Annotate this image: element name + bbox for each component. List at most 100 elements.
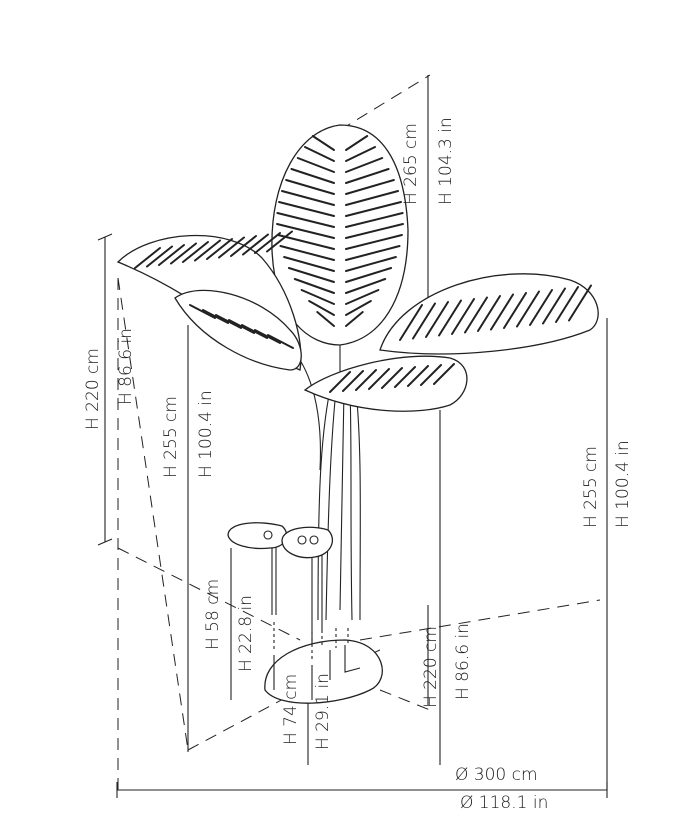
left-inner-leaf (174, 289, 302, 371)
leaf-vein (276, 212, 335, 228)
mid-leaf-height-in-label: H 29.1 in (313, 673, 333, 750)
leaf-vein (329, 371, 351, 393)
leaf-vein (355, 369, 377, 391)
small-leaf-height-cm-label: H 58 cm (203, 579, 223, 650)
leaf-vein (420, 364, 442, 386)
leaf-vein (345, 234, 403, 250)
leaf-vein (158, 244, 185, 266)
leaf-vein (218, 236, 245, 259)
right-leaf-height-in-label: H 100.4 in (613, 440, 633, 528)
small-leaf-height-in-label: H 22.8 in (236, 595, 256, 672)
leaf-vein (345, 146, 377, 162)
leaf-vein (464, 296, 488, 334)
leaf-vein (568, 284, 592, 322)
leaf-vein (438, 299, 462, 337)
leaf-vein (254, 232, 281, 254)
left-stem-height-cm-label: H 255 cm (161, 396, 181, 478)
leaf-vein (345, 267, 393, 283)
right-leaf-height-cm-label: H 255 cm (581, 446, 601, 528)
leaf-vein (477, 295, 501, 332)
front-leaf-height-in-label: H 86.6 in (453, 623, 473, 700)
leaf-vein (194, 239, 221, 262)
leaf-vein (345, 300, 372, 316)
leaf-vein (345, 256, 397, 272)
leaf-vein (293, 278, 335, 294)
leaf-vein (280, 190, 335, 206)
leaf-vein (407, 365, 429, 387)
leaf-vein (215, 314, 242, 329)
leaf-vein (345, 190, 400, 206)
leaf-vein (276, 223, 335, 239)
leaf-vein (345, 223, 404, 239)
leaf-vein (266, 230, 293, 253)
labels: H 265 cm H 104.3 in H 220 cm H 86.6 in H… (83, 117, 633, 813)
leaf-vein (345, 278, 387, 294)
leaf-vein (345, 157, 384, 173)
left-stem-height-in-label: H 100.4 in (196, 390, 216, 478)
leaf-vein (287, 267, 335, 283)
leaf-vein (254, 329, 281, 344)
leaf-vein (241, 324, 268, 339)
top-leaf (271, 124, 409, 346)
leaf-vein (381, 367, 403, 389)
leaf-vein (394, 366, 416, 388)
leaf-vein (170, 242, 197, 265)
leaf-vein (146, 245, 173, 268)
leaf-vein (278, 201, 335, 217)
leaf-vein (311, 135, 335, 151)
leaf-vein (267, 334, 294, 349)
leaf-vein (345, 179, 395, 195)
leaf-vein (228, 319, 255, 334)
leaf-vein (242, 233, 269, 256)
mid-leaf-height-cm-label: H 74 cm (281, 674, 301, 745)
diameter-in-label: Ø 118.1 in (460, 793, 548, 813)
leaf-vein (555, 286, 579, 323)
leaf-vein (303, 146, 335, 162)
front-leaf-height-cm-label: H 220 cm (421, 626, 441, 708)
leaf-vein (345, 201, 402, 217)
leaf-vein (230, 235, 257, 257)
leaf-vein (451, 298, 475, 335)
leaf-vein (542, 287, 566, 325)
leaf-vein (283, 256, 335, 272)
small-leaves (227, 522, 333, 559)
leaf-vein (345, 168, 390, 184)
leaf-vein (516, 290, 540, 328)
leaf-vein (316, 311, 335, 327)
leaf-vein (202, 309, 229, 324)
leaf-vein (345, 212, 404, 228)
leaf-vein (399, 304, 423, 341)
leaf-vein (433, 363, 455, 385)
leaf-vein (345, 245, 401, 261)
leaf-vein (134, 247, 161, 269)
leaf-vein (490, 293, 514, 331)
leaf-vein (285, 179, 335, 195)
leaf-vein (342, 370, 364, 392)
leaf-vein (425, 301, 449, 338)
total-height-in-label: H 104.3 in (436, 117, 456, 205)
leaf-vein (206, 238, 233, 260)
leaf-vein (296, 157, 335, 173)
leaf-vein (279, 245, 335, 261)
diameter-cm-label: Ø 300 cm (455, 765, 538, 785)
leaf-vein (290, 168, 335, 184)
leaf-vein (277, 234, 335, 250)
leaf-vein (345, 311, 364, 327)
leaf-vein (182, 241, 209, 263)
base-plate (264, 622, 383, 704)
left-leaf-height-in-label: H 86.6 in (116, 328, 136, 405)
left-leaf-height-cm-label: H 220 cm (83, 348, 103, 430)
leaf-vein-hatching (134, 135, 592, 393)
leaf-vein (189, 304, 216, 319)
leaf-vein (300, 289, 335, 305)
leaf-vein (345, 135, 369, 151)
leaf-vein (368, 368, 390, 390)
dimension-lines (97, 75, 608, 798)
leaf-vein (412, 302, 436, 340)
leaf-vein (529, 289, 553, 326)
leaf-vein (308, 300, 335, 316)
total-height-cm-label: H 265 cm (401, 123, 421, 205)
leaf-vein (503, 292, 527, 329)
